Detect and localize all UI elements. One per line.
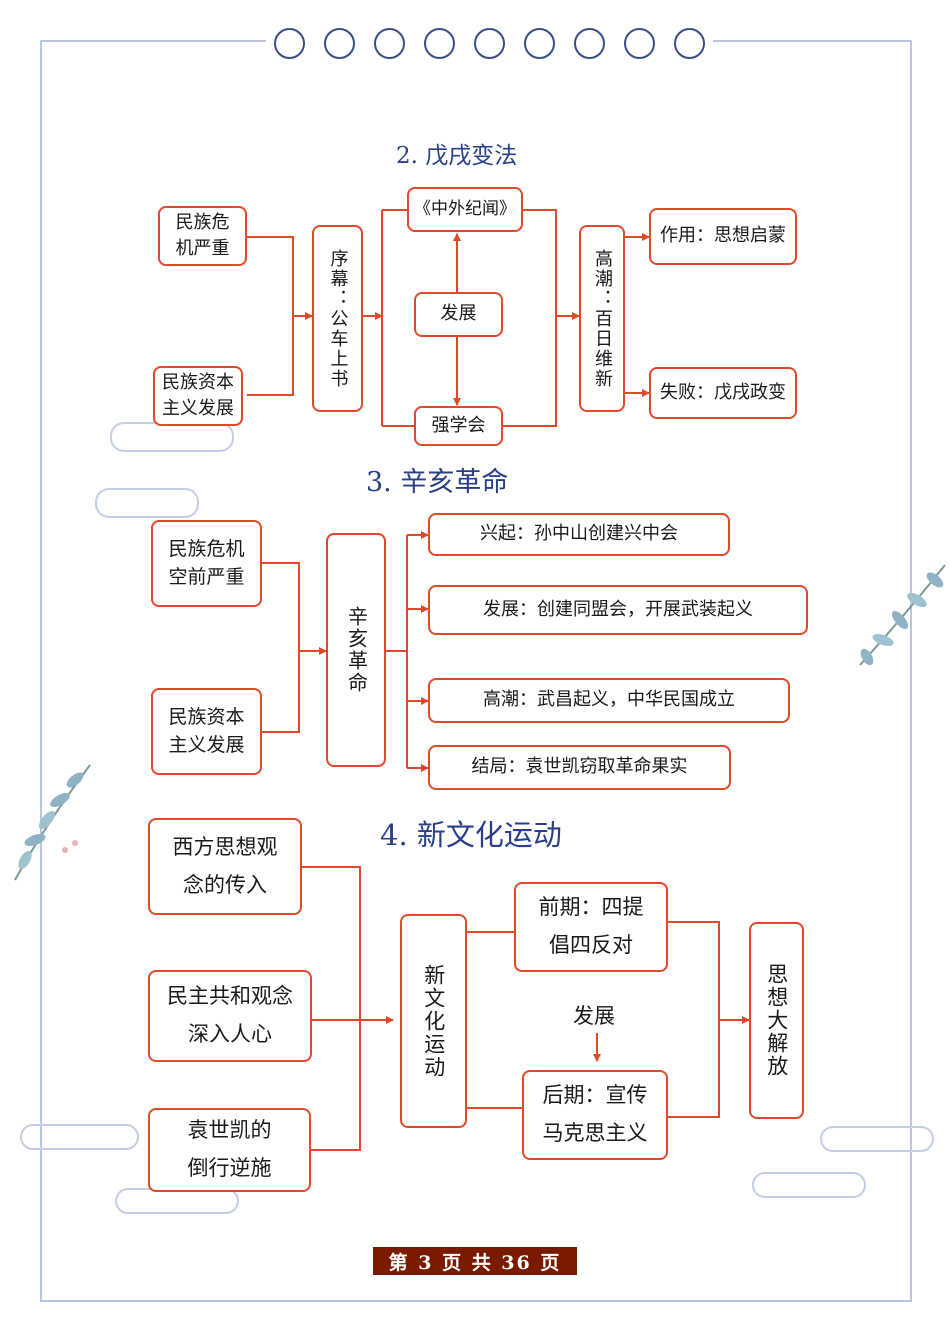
section-title-wuxu: 2. 戊戌变法 xyxy=(396,143,518,169)
header-circles xyxy=(266,28,713,59)
leaf-decoration-left xyxy=(14,764,91,881)
circle-ornament xyxy=(324,28,355,59)
section-title-xinwenhua: 4. 新文化运动 xyxy=(380,818,562,852)
late-period-box: 后期：宣传马克思主义 xyxy=(522,1070,668,1160)
rise-box: 兴起：孙中山创建兴中会 xyxy=(428,513,730,556)
effect-box: 作用：思想启蒙 xyxy=(649,208,797,265)
develop-box: 发展：创建同盟会，开展武装起义 xyxy=(428,585,808,635)
circle-ornament xyxy=(574,28,605,59)
decor-bar xyxy=(820,1126,934,1152)
center-box: 新文化运动 xyxy=(400,914,467,1128)
climax-box: 高潮：武昌起义，中华民国成立 xyxy=(428,678,790,723)
decor-bar xyxy=(752,1172,866,1198)
center-box: 辛亥革命 xyxy=(326,533,386,767)
society-box: 强学会 xyxy=(414,406,503,446)
circle-ornament xyxy=(374,28,405,59)
decor-bar xyxy=(20,1124,139,1150)
ending-box: 结局：袁世凯窃取革命果实 xyxy=(428,745,731,790)
newspaper-box: 《中外纪闻》 xyxy=(407,187,523,232)
circle-ornament xyxy=(474,28,505,59)
circle-ornament xyxy=(424,28,455,59)
early-period-box: 前期：四提倡四反对 xyxy=(514,882,668,972)
develop-label: 发展 xyxy=(573,1004,615,1028)
section-title-xinhai: 3. 辛亥革命 xyxy=(366,467,509,498)
circle-ornament xyxy=(524,28,555,59)
leaf-decoration-right xyxy=(859,564,946,666)
cause-national-crisis: 民族危机空前严重 xyxy=(151,520,262,607)
page-number: 第 3 页 共 36 页 xyxy=(373,1247,577,1275)
cause-capitalism: 民族资本主义发展 xyxy=(153,366,243,426)
circle-ornament xyxy=(674,28,705,59)
result-box: 思想大解放 xyxy=(749,922,804,1119)
failure-box: 失败：戊戌政变 xyxy=(649,367,797,419)
cause-yuan-shikai: 袁世凯的倒行逆施 xyxy=(148,1108,311,1192)
develop-box: 发展 xyxy=(414,292,503,337)
cause-western-ideas: 西方思想观念的传入 xyxy=(148,818,302,915)
cause-democracy: 民主共和观念深入人心 xyxy=(148,970,312,1062)
climax-box: 高潮：百日维新 xyxy=(579,225,625,412)
cause-capitalism: 民族资本主义发展 xyxy=(151,688,262,775)
decor-bar xyxy=(95,488,199,518)
circle-ornament xyxy=(274,28,305,59)
circle-ornament xyxy=(624,28,655,59)
cause-national-crisis: 民族危机严重 xyxy=(158,206,247,266)
prelude-box: 序幕：公车上书 xyxy=(312,225,363,412)
